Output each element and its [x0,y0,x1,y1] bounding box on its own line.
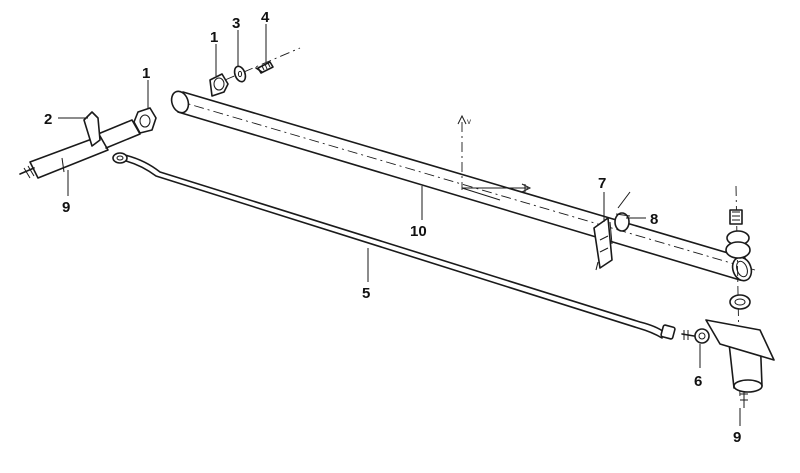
washer [233,65,247,83]
callout-2: 2 [44,111,52,128]
clamp [614,212,631,232]
callout-3: 3 [232,15,240,32]
callout-9-left: 9 [62,199,70,216]
callout-5: 5 [362,285,370,302]
ball-joint [681,328,710,344]
callout-1-left: 1 [142,65,150,82]
axis-indicator: v [457,114,532,201]
vertical-axis-label: v [467,117,471,126]
main-tube [170,90,753,282]
callout-8: 8 [650,211,658,228]
callout-4: 4 [261,9,270,26]
bracket [593,191,631,271]
leader-lines [58,24,741,426]
spindle-right [705,319,775,408]
spindle-arm-left [19,111,141,179]
callout-7: 7 [598,175,606,192]
bolt [255,61,274,74]
bushing-top [209,73,229,97]
kingpin-stack-right [725,185,751,401]
callout-10: 10 [410,223,427,240]
callout-6: 6 [694,373,702,390]
tube-centerline [174,99,756,271]
callout-1-top: 1 [210,29,218,46]
bushing-left [133,107,157,134]
tie-rod [112,152,676,340]
callout-9-right: 9 [733,429,741,446]
bolt-axis-line [224,47,301,81]
